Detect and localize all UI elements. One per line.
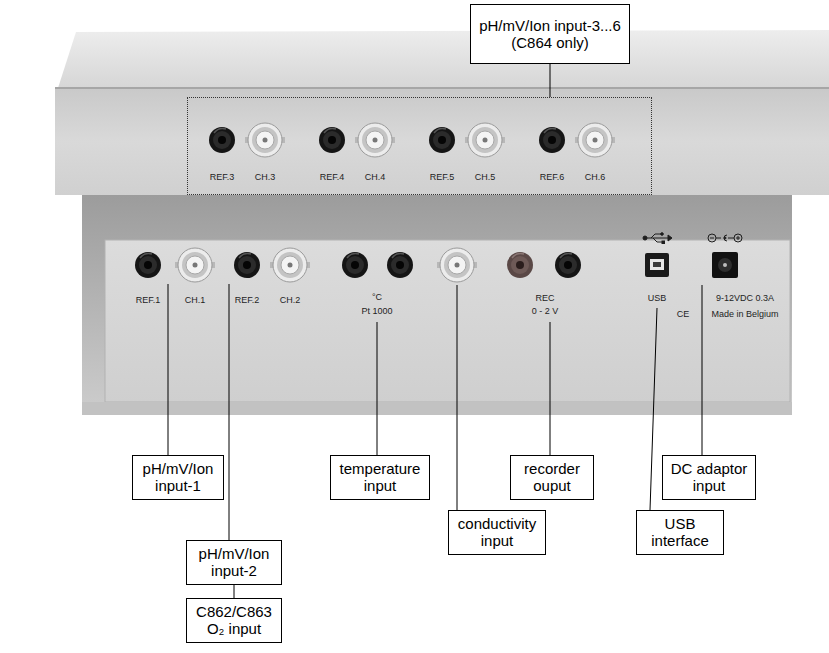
panel-marking: REF.1 (136, 296, 161, 305)
leader-line (377, 322, 378, 455)
usb-symbol (643, 233, 672, 244)
callout-text: conductivity input (455, 515, 539, 550)
panel-marking: CE (677, 310, 690, 319)
ref-jack (234, 252, 260, 278)
panel-marking: REC (535, 294, 554, 303)
leader-line (168, 284, 169, 455)
ref-jack (539, 127, 565, 153)
leader-line (550, 322, 551, 455)
channel-marking: CH.4 (365, 173, 386, 182)
housing-lid (58, 30, 829, 88)
bnc-socket (575, 123, 615, 157)
callout-box: pH/mV/Ion input-3...6 (C864 only) (470, 4, 630, 64)
ref-jack (209, 127, 235, 153)
channel-marking: CH.5 (475, 173, 496, 182)
connector-line (234, 585, 235, 599)
callout-box: temperature input (330, 455, 430, 500)
leader-line (229, 284, 230, 540)
leader-line (650, 308, 657, 510)
temperature-jack (387, 252, 413, 278)
dc-jack (712, 252, 738, 278)
panel-marking: °C (372, 293, 382, 302)
panel-marking: Pt 1000 (361, 307, 392, 316)
recorder-jack (507, 252, 533, 278)
callout-text: temperature input (337, 460, 423, 495)
bnc-socket (465, 123, 505, 157)
callout-text: USB interface (643, 515, 717, 550)
ref-jack (135, 252, 161, 278)
recorder-jack (555, 252, 581, 278)
connector-region: REF.3 CH.3 REF.4 CH.4 REF.5 CH.5 REF.6 CH.6 (187, 97, 652, 195)
panel-marking: REF.2 (235, 296, 260, 305)
callout-text: pH/mV/Ion input-2 (193, 545, 275, 580)
callout-text: C862/C863 O₂ input (193, 603, 275, 638)
channel-marking: REF.3 (210, 173, 235, 182)
ref-jack (319, 127, 345, 153)
panel-marking: 9-12VDC 0.3A (716, 294, 774, 303)
bnc-socket (355, 123, 395, 157)
bnc-socket (270, 248, 310, 282)
callout-text: pH/mV/Ion input-1 (139, 460, 217, 495)
housing-base (82, 195, 792, 415)
panel-marking: 0 - 2 V (532, 307, 559, 316)
callout-box: pH/mV/Ion input-2 (186, 540, 282, 585)
panel-marking: CH.2 (280, 296, 301, 305)
channel-marking: REF.5 (430, 173, 455, 182)
panel-marking: USB (648, 294, 667, 303)
channel-marking: CH.3 (255, 173, 276, 182)
bnc-socket (437, 248, 477, 282)
connector-line (550, 64, 551, 97)
housing-foot (82, 402, 792, 415)
bnc-socket (175, 248, 215, 282)
leader-line (702, 285, 703, 455)
channel-marking: CH.6 (585, 173, 606, 182)
housing-seam (55, 87, 829, 89)
callout-box: conductivity input (448, 510, 546, 555)
bnc-socket (245, 123, 285, 157)
polarity-symbol (708, 234, 742, 242)
callout-text: DC adaptor input (669, 460, 749, 495)
callout-text: pH/mV/Ion input-3...6 (C864 only) (477, 17, 623, 52)
temperature-jack (342, 252, 368, 278)
leader-line (457, 285, 458, 510)
callout-box: pH/mV/Ion input-1 (132, 455, 224, 500)
callout-box: C862/C863 O₂ input (186, 598, 282, 643)
callout-box: USB interface (636, 510, 724, 555)
back-panel (105, 240, 790, 402)
callout-box: DC adaptor input (662, 455, 756, 500)
usb-port (645, 253, 669, 277)
channel-marking: REF.4 (320, 173, 345, 182)
panel-marking: CH.1 (185, 296, 206, 305)
panel-marking: Made in Belgium (711, 310, 778, 319)
callout-box: recorder ouput (510, 455, 594, 500)
ref-jack (429, 127, 455, 153)
channel-marking: REF.6 (540, 173, 565, 182)
callout-text: recorder ouput (517, 460, 587, 495)
housing-face (55, 88, 829, 195)
